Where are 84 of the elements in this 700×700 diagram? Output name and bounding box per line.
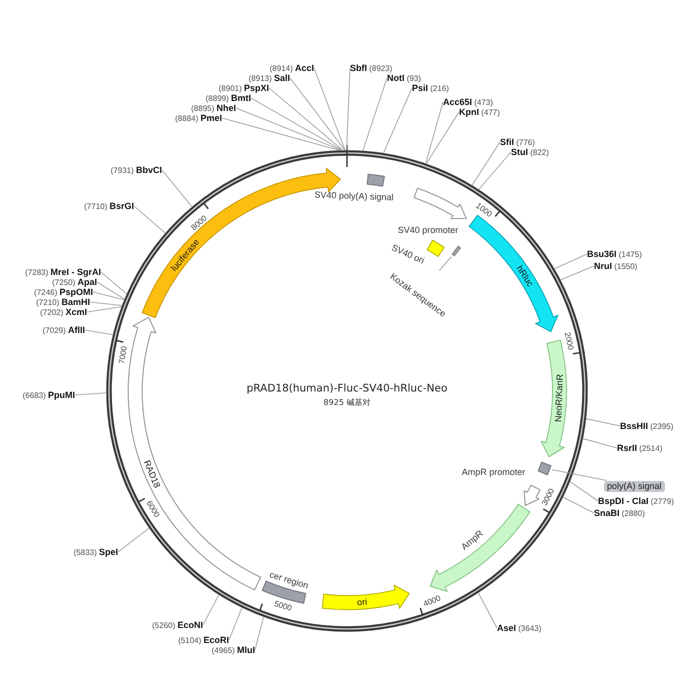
leader-line xyxy=(552,469,608,481)
restriction-site-label: (7246) PspOMI xyxy=(34,288,93,296)
restriction-site-label: (5833) SpeI xyxy=(74,548,118,556)
restriction-site-label: NruI (1550) xyxy=(594,262,638,270)
feature-label: SV40 promoter xyxy=(398,225,458,235)
scale-label: 5000 xyxy=(274,598,294,613)
scale-label: 4000 xyxy=(422,594,442,609)
leader-line xyxy=(236,108,342,151)
feature-label: SV40 ori xyxy=(390,242,426,266)
plasmid-title: pRAD18(human)-Fluc-SV40-hRluc-Neo xyxy=(246,382,448,396)
leader-line xyxy=(478,592,498,628)
restriction-site-label: (7210) BamHI xyxy=(36,298,90,306)
leader-line xyxy=(90,302,122,306)
feature-label: poly(A) signal xyxy=(604,480,665,492)
scale-label: 2000 xyxy=(562,332,575,352)
leader-line xyxy=(92,292,125,300)
restriction-site-label: (7202) XcmI xyxy=(40,308,87,316)
leader-line xyxy=(74,392,107,396)
restriction-site-label: (8914) AccI xyxy=(270,64,314,72)
feature-label: NeoR/KanR xyxy=(553,374,565,423)
restriction-site-label: (5104) EcoRI xyxy=(178,636,229,644)
scale-label: 3000 xyxy=(540,486,556,506)
feature-label: ori xyxy=(356,597,368,608)
restriction-site-label: (8913) SalI xyxy=(248,74,290,82)
leader-line xyxy=(362,78,388,152)
feature-label: AmpR promoter xyxy=(462,466,526,477)
leader-line xyxy=(268,88,344,151)
leader-line xyxy=(554,254,588,270)
restriction-site-label: (6683) PpuMI xyxy=(22,390,75,400)
restriction-site-label: (8899) BmtI xyxy=(206,94,251,102)
restriction-site-label: (5260) EcoNI xyxy=(152,620,203,630)
leader-line xyxy=(586,418,620,426)
restriction-site-label: (7710) BsrGI xyxy=(84,202,134,210)
leader-line xyxy=(162,170,192,208)
scale-label: 7000 xyxy=(116,346,129,365)
restriction-site-label: SnaBI (2880) xyxy=(594,508,645,518)
restriction-site-label: (7931) BbvCI xyxy=(110,166,162,174)
restriction-site-label: BspDI - ClaI (2779) xyxy=(598,496,674,506)
leader-line xyxy=(84,330,114,336)
leader-line xyxy=(346,68,350,151)
leader-line xyxy=(426,112,460,164)
leader-line xyxy=(118,528,150,552)
restriction-site-label: RsrII (2514) xyxy=(617,444,662,452)
restriction-site-label: (7029) AflII xyxy=(42,326,85,334)
leader-line xyxy=(96,282,126,300)
restriction-site-label: KpnI (477) xyxy=(459,108,500,116)
restriction-site-label: NotI (93) xyxy=(387,74,421,82)
leader-line xyxy=(222,118,340,151)
restriction-site-label: (4965) MluI xyxy=(212,646,255,654)
restriction-site-label: Bsu36I (1475) xyxy=(587,250,642,258)
leader-line xyxy=(228,607,242,640)
restriction-site-label: SfiI (776) xyxy=(500,138,535,146)
leader-line xyxy=(250,98,343,151)
leader-line xyxy=(202,594,220,626)
restriction-site-label: BssHII (2395) xyxy=(620,422,674,430)
feature-label: SV40 poly(A) signal xyxy=(314,190,394,202)
restriction-site-label: (8901) PspXI xyxy=(218,84,269,92)
restriction-site-label: (8884) PmeI xyxy=(175,114,222,122)
scale-label: 1000 xyxy=(474,200,494,219)
leader-line xyxy=(472,142,500,186)
restriction-site-label: SbfI (8923) xyxy=(350,64,392,72)
leader-line xyxy=(134,206,166,234)
leader-line xyxy=(100,272,128,294)
leader-line xyxy=(478,152,512,190)
restriction-site-label: StuI (822) xyxy=(511,148,549,156)
leader-line xyxy=(314,68,346,151)
size-label: 8925 碱基对 xyxy=(324,398,370,408)
leader-line xyxy=(570,481,598,502)
leader-line xyxy=(560,266,594,280)
leader-line xyxy=(438,256,452,272)
feature-label: cer region xyxy=(268,570,310,591)
leader-line xyxy=(86,306,122,312)
restriction-site-label: AseI (3643) xyxy=(497,624,542,632)
leader-line xyxy=(425,102,444,164)
restriction-site-label: PsiI (216) xyxy=(412,84,449,92)
leader-line xyxy=(254,616,264,650)
restriction-site-label: (7283) MreI - SgrAI xyxy=(25,268,101,276)
leader-line xyxy=(582,438,618,448)
leader-line xyxy=(562,496,594,514)
restriction-site-label: (7250) ApaI xyxy=(52,278,97,286)
leader-line xyxy=(383,88,412,154)
restriction-site-label: Acc65I (473) xyxy=(443,98,493,106)
restriction-site-label: (8895) NheI xyxy=(191,104,236,112)
leader-line xyxy=(290,78,346,151)
